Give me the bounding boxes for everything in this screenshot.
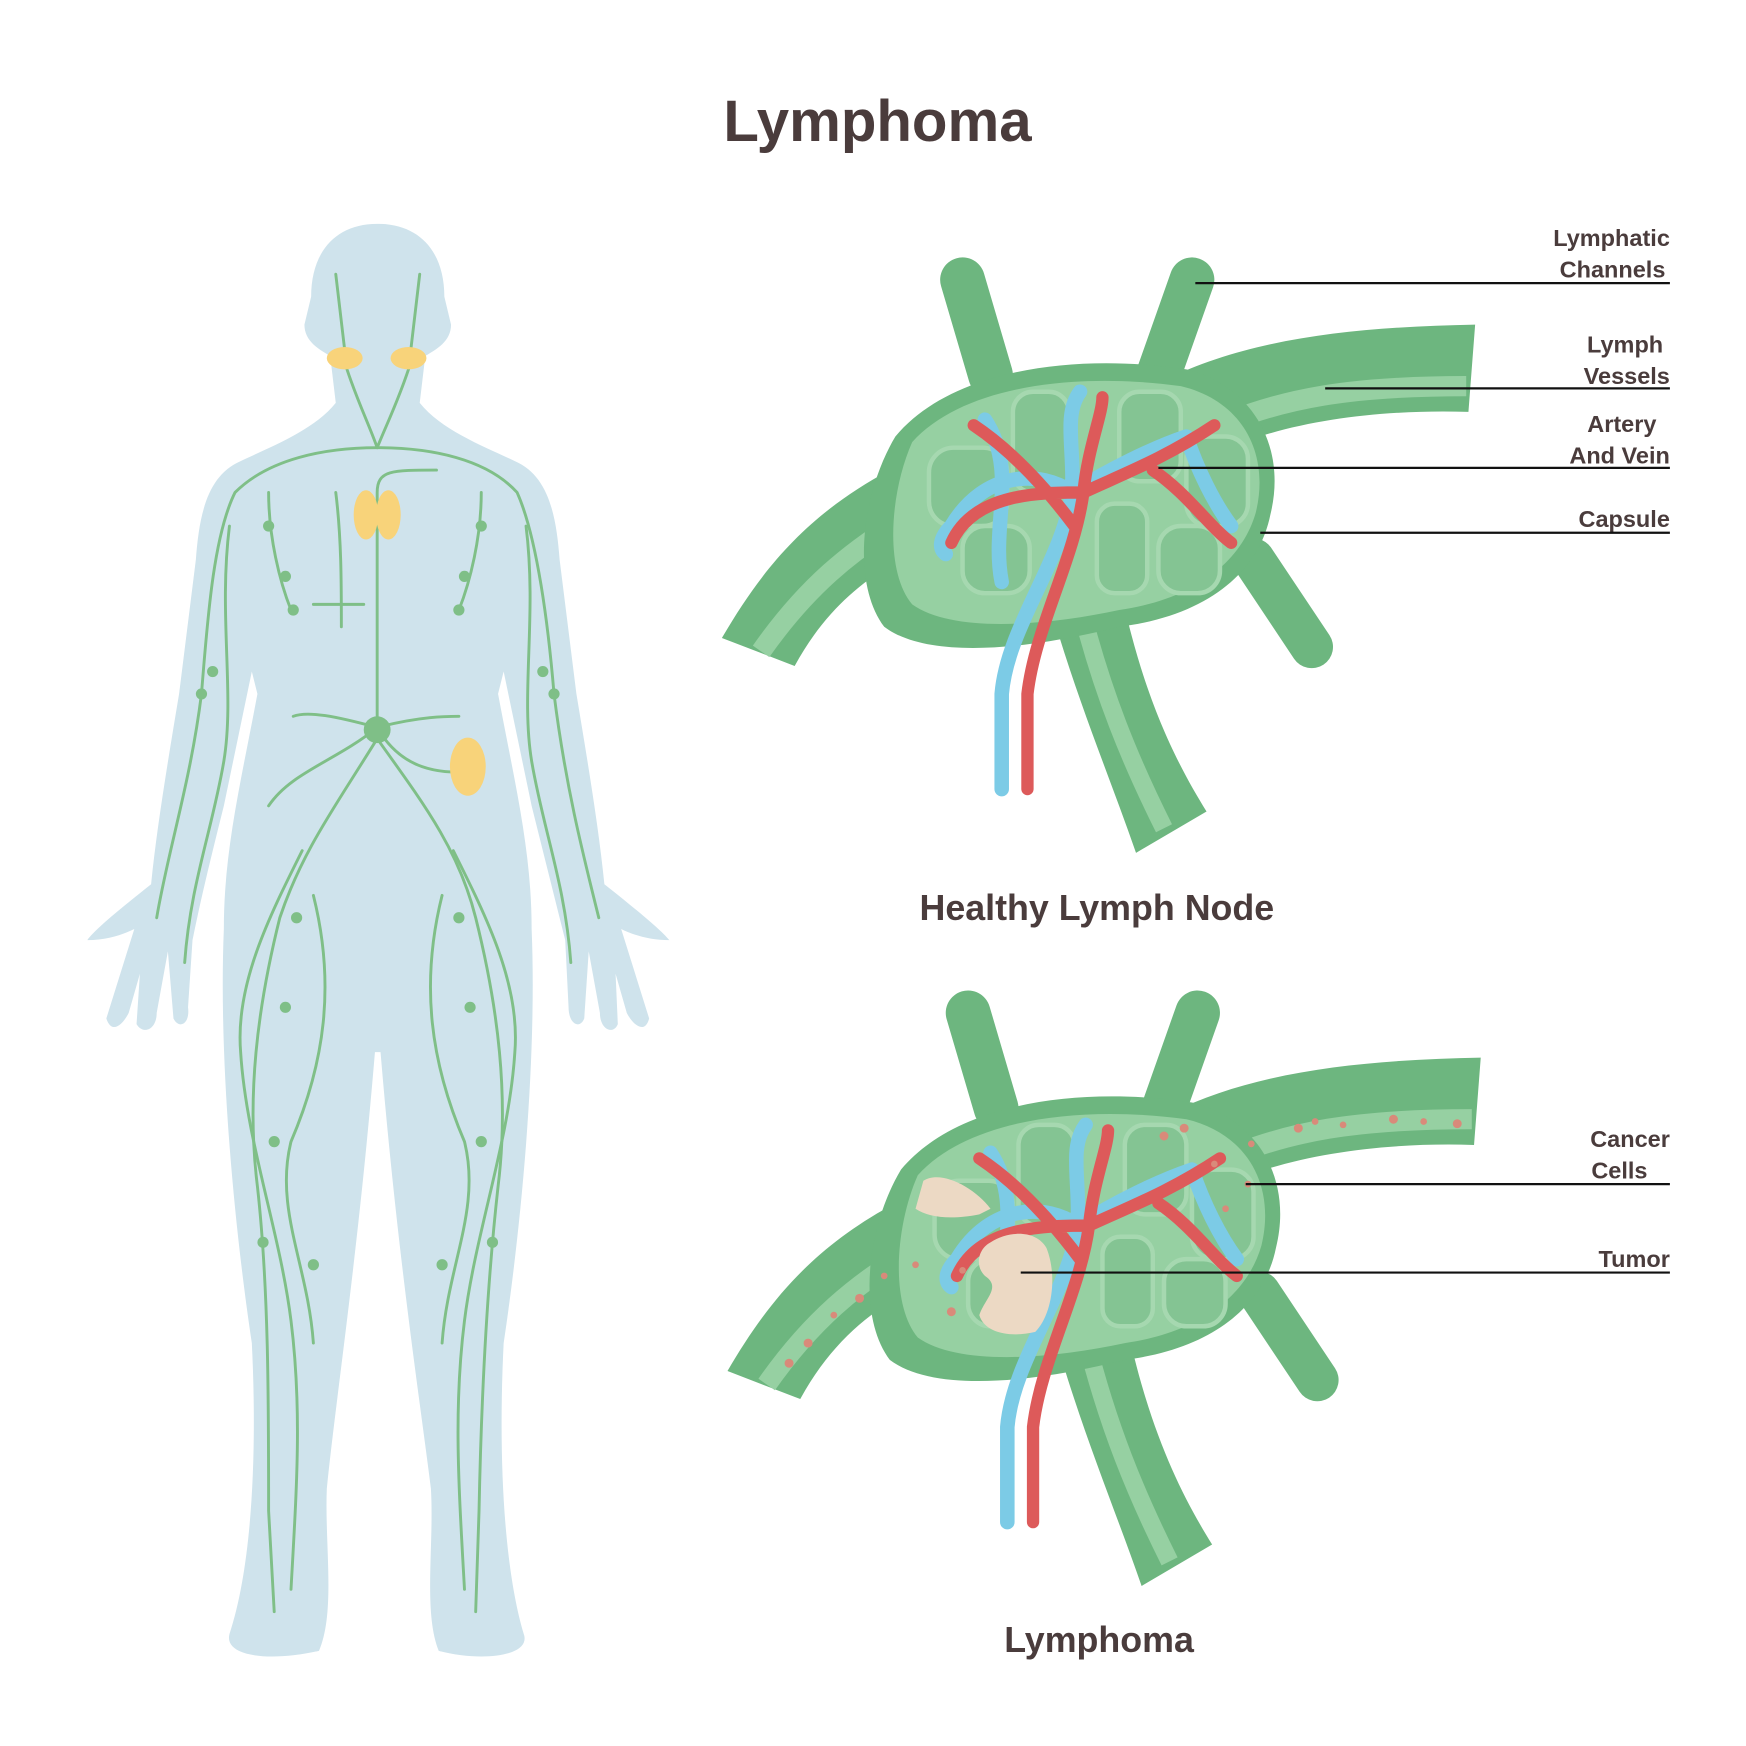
lymphoma-node-labels: Cancer Cells Tumor xyxy=(1020,1126,1670,1274)
label-line1: Tumor xyxy=(1599,1246,1670,1272)
spleen xyxy=(449,737,486,796)
neck-gland-right xyxy=(390,346,427,370)
thymus xyxy=(376,490,401,540)
label-line1: Lymph xyxy=(1587,332,1663,358)
label-line2: And Vein xyxy=(1569,442,1670,468)
lymph-nodes xyxy=(195,520,560,1271)
lymphoma-lymph-node xyxy=(728,1013,1481,1586)
tumor xyxy=(915,1177,1053,1335)
lymphoma-node-caption: Lymphoma xyxy=(1004,1620,1195,1660)
label-line2: Vessels xyxy=(1584,363,1670,389)
healthy-lymph-node xyxy=(722,280,1475,853)
label-line1: Artery xyxy=(1587,411,1656,437)
lymph-vessels xyxy=(155,272,601,1614)
healthy-node-caption: Healthy Lymph Node xyxy=(919,888,1274,928)
label-line1: Cancer xyxy=(1590,1126,1670,1152)
cancer-cells xyxy=(784,1114,1462,1368)
label-line1: Lymphatic xyxy=(1553,225,1670,251)
healthy-node-labels: Lymphatic Channels Lymph Vessels Artery … xyxy=(1158,225,1670,534)
human-body-lymphatic-system xyxy=(87,223,670,1657)
neck-gland-left xyxy=(326,346,363,370)
label-line1: Capsule xyxy=(1578,506,1669,532)
label-line2: Cells xyxy=(1591,1158,1647,1184)
thymus xyxy=(353,490,379,540)
label-line2: Channels xyxy=(1560,257,1666,283)
page-title: Lymphoma xyxy=(723,89,1032,154)
glands xyxy=(326,346,486,796)
body-silhouette xyxy=(87,223,670,1657)
